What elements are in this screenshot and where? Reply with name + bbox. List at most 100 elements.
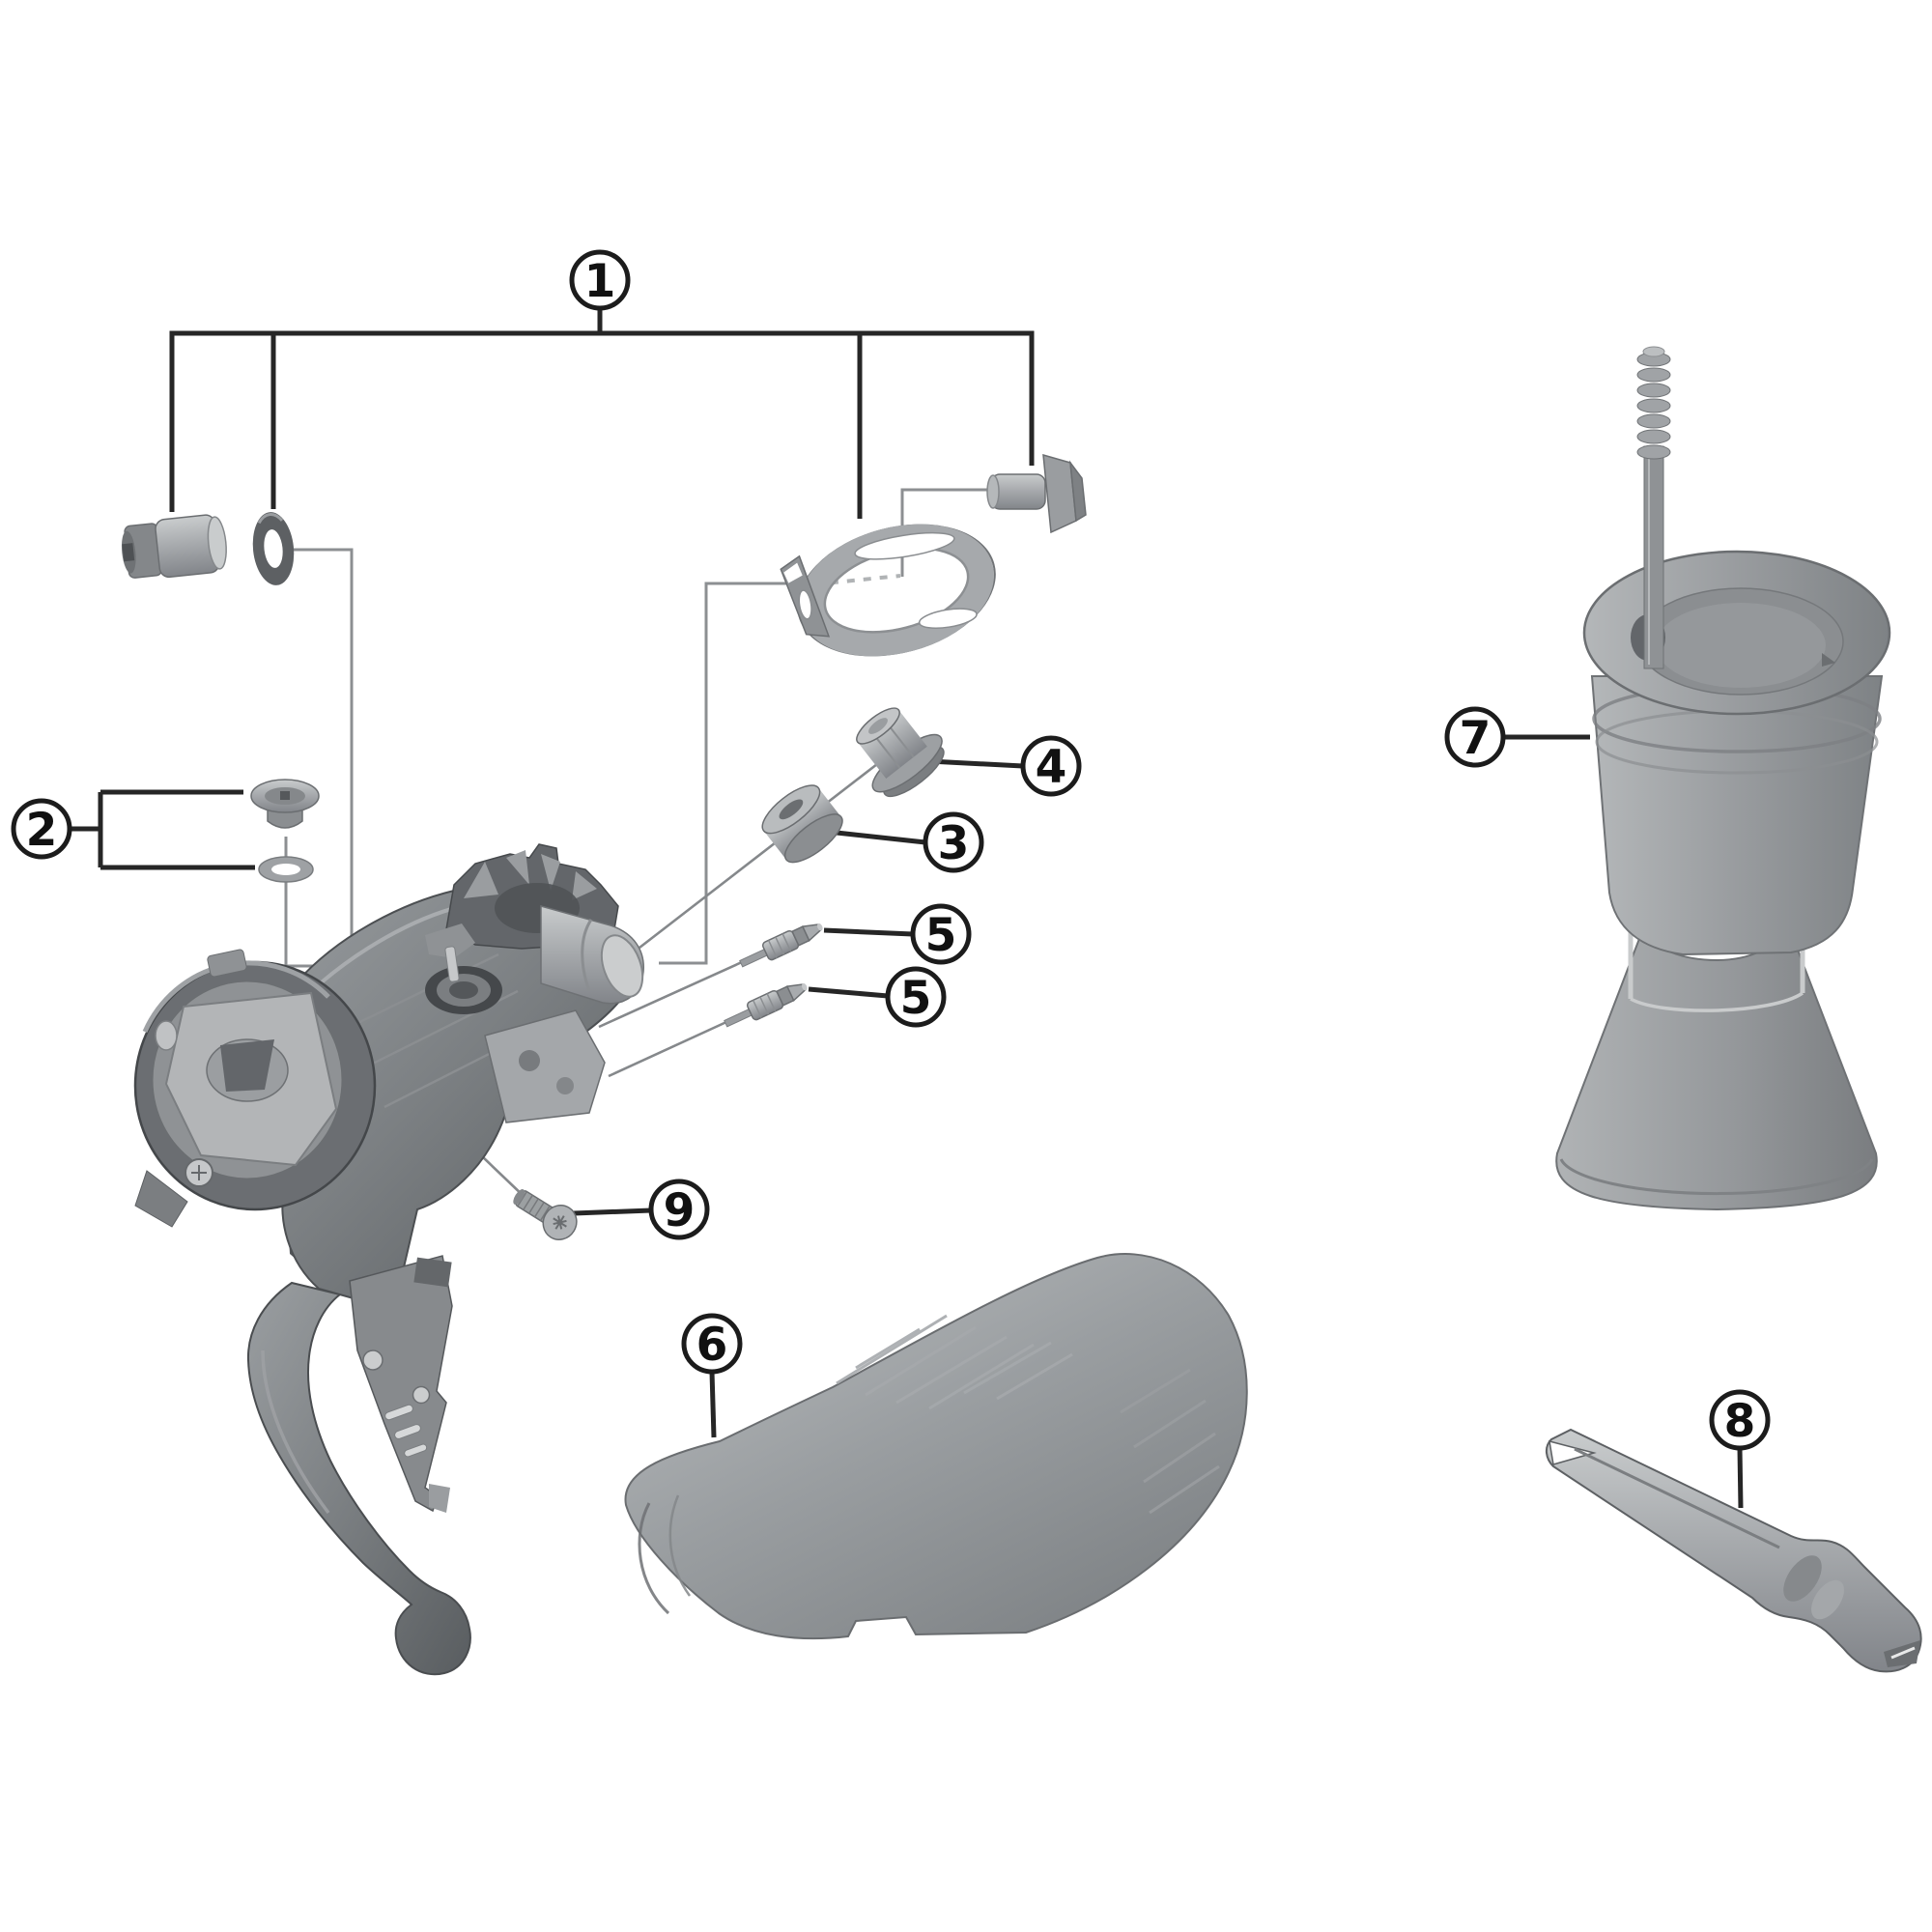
- part-connector-tool: [1546, 1428, 1922, 1673]
- cylinder-end-face: [600, 934, 644, 998]
- lid-notch: [1822, 653, 1835, 667]
- leader-lines-black: [70, 308, 1744, 1509]
- callout-number: 3: [938, 817, 970, 870]
- callout-number: 6: [696, 1319, 728, 1372]
- callout-2: 2: [11, 798, 72, 860]
- group1-bracket-line: [169, 308, 1035, 519]
- boss-plate: [425, 923, 475, 958]
- fin-blades: [464, 850, 597, 900]
- callout-circle: [569, 249, 631, 311]
- group2-bracket-line: [70, 789, 255, 870]
- callout-1: 1: [569, 249, 631, 311]
- part-oring: [258, 856, 314, 883]
- clamp-slot-upper: [854, 531, 955, 560]
- plate-hole-2: [412, 1385, 431, 1405]
- leader-callout-6: [709, 1371, 717, 1438]
- tool-collar-2: [1811, 1579, 1844, 1620]
- leader-callout-4: [928, 758, 1024, 769]
- spacer-bottom: [783, 813, 843, 864]
- ferrule-tip-end: [816, 923, 823, 931]
- lever-blade-highlight: [261, 1350, 330, 1515]
- clamp-bolt-flange-side: [1068, 460, 1087, 523]
- callout-number: 5: [925, 909, 957, 962]
- hood-toe-crease-outer: [638, 1502, 670, 1615]
- callout-6: 6: [681, 1313, 743, 1375]
- hood-toe-crease-inner: [668, 1494, 692, 1597]
- unit-screw-cross: [191, 1165, 207, 1180]
- washer-highlight: [257, 513, 284, 525]
- tool-ridge: [1574, 1447, 1780, 1549]
- callout-number: 7: [1460, 712, 1492, 765]
- clamp-bolt-tip: [986, 474, 1000, 509]
- callout-circle: [1444, 706, 1506, 768]
- body-spine-highlight: [305, 904, 463, 997]
- callout-number: 8: [1724, 1395, 1756, 1448]
- ferrule-ridges: [767, 933, 792, 958]
- tool-fork-notch: [1548, 1439, 1597, 1465]
- leader-callout-5a: [823, 927, 914, 937]
- shift-unit-wedge: [220, 1039, 274, 1092]
- axis-part-5a: [598, 960, 743, 1029]
- callout-circle: [1709, 1389, 1771, 1451]
- part-screw: [513, 1189, 578, 1240]
- screw-head-cross: [553, 1215, 567, 1230]
- barrel-hole-inner: [449, 981, 478, 999]
- spacer-hole: [779, 799, 804, 820]
- plunger-top: [1642, 346, 1665, 357]
- plate-hinge: [413, 1257, 452, 1288]
- nut-top-hole: [868, 718, 888, 734]
- unit-side-button: [155, 1020, 178, 1051]
- funnel-cup-wall: [1590, 675, 1884, 956]
- callout-5b: 5: [885, 966, 947, 1028]
- leader-callout-8: [1737, 1447, 1744, 1509]
- screw-tip: [513, 1189, 526, 1205]
- axis-part-5b: [608, 1020, 727, 1078]
- callout-4: 4: [1020, 735, 1082, 797]
- plunger-rod: [1643, 445, 1664, 669]
- callout-number: 9: [664, 1184, 696, 1237]
- leader-callout-5b: [808, 986, 889, 999]
- clamp-leader: [659, 582, 814, 965]
- washer-hole: [264, 529, 283, 568]
- cable-port-bracket: [484, 1009, 606, 1123]
- part-cable-end-a: [739, 923, 823, 968]
- callout-circle: [11, 798, 72, 860]
- part-cable-end-b: [724, 982, 808, 1028]
- hood-texture-lines-top: [836, 1314, 1073, 1410]
- ferrule-ridges: [752, 993, 777, 1018]
- cone-bottom-shading: [1559, 1158, 1874, 1196]
- clamp-tab-slot: [798, 589, 812, 620]
- oring-hole: [271, 864, 300, 875]
- brake-lever-blade: [246, 1281, 471, 1676]
- part-clamp-bolt: [986, 453, 1087, 534]
- leader-callout-9: [573, 1208, 652, 1216]
- callout-5a: 5: [910, 903, 972, 965]
- tool-collar-1: [1783, 1555, 1822, 1602]
- plunger-ribs: [1636, 352, 1671, 460]
- hood-body: [624, 1253, 1248, 1640]
- callout-8: 8: [1709, 1389, 1771, 1451]
- part-bracket-hood: [624, 1253, 1248, 1640]
- plate-hole-1: [362, 1350, 384, 1371]
- leader-callout-3: [836, 830, 926, 845]
- callout-number: 1: [584, 255, 616, 308]
- part-bleed-funnel: [1555, 346, 1891, 1211]
- callout-3: 3: [923, 811, 984, 873]
- port-hole-1: [519, 1050, 540, 1071]
- bleed-pin: [444, 946, 460, 982]
- clamp-slot-lower: [918, 608, 978, 629]
- callout-number: 4: [1036, 741, 1067, 794]
- part-flange-nut: [856, 707, 945, 798]
- part-spacer: [761, 784, 843, 864]
- part-name-plate-cap: [250, 779, 320, 829]
- cylinder-ring: [581, 919, 593, 992]
- clamp-dashed-line: [813, 574, 901, 586]
- callout-number: 2: [26, 804, 58, 857]
- callout-number: 5: [900, 972, 932, 1025]
- plate-hook: [429, 1484, 450, 1513]
- clamp-tab-notch: [783, 562, 803, 583]
- cap-center-mark: [280, 791, 290, 800]
- ferrule-tip-end: [801, 982, 808, 991]
- callout-circle: [885, 966, 947, 1028]
